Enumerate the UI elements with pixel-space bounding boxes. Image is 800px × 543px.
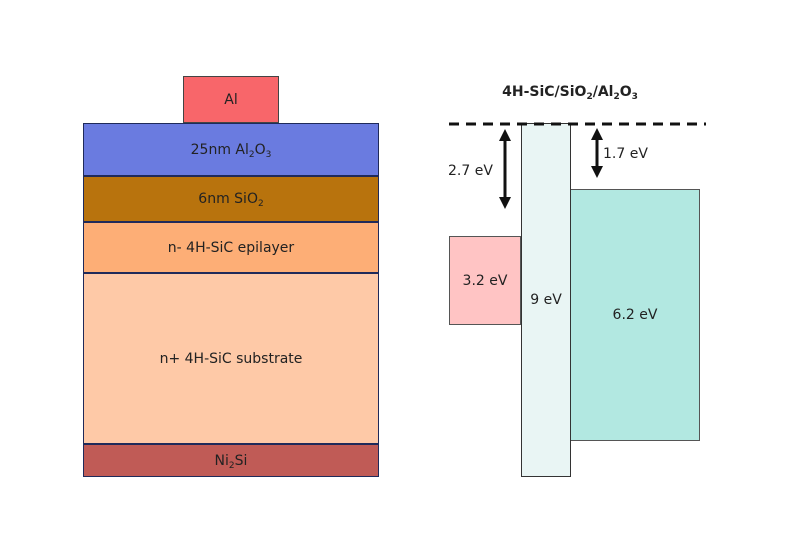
offset-left-arrow [499, 129, 511, 209]
layer-sio2: 6nm SiO2 [83, 176, 379, 222]
band-sic-label: 3.2 eV [462, 272, 508, 289]
band-diagram-title: 4H-SiC/SiO2/Al2O3 [502, 84, 638, 102]
layer-epilayer: n- 4H-SiC epilayer [83, 222, 379, 273]
layer-ni2si-label: Ni2Si [214, 452, 248, 471]
band-al2o3-label: 6.2 eV [612, 307, 658, 323]
layer-epilayer-label: n- 4H-SiC epilayer [167, 239, 295, 256]
layer-substrate: n+ 4H-SiC substrate [83, 273, 379, 444]
layer-al2o3-label: 25nm Al2O3 [190, 141, 272, 160]
offset-left-label: 2.7 eV [448, 163, 493, 179]
layer-al2o3: 25nm Al2O3 [83, 123, 379, 176]
layer-ni2si: Ni2Si [83, 444, 379, 477]
layer-al-label: Al [224, 91, 238, 108]
band-sio2: 9 eV [521, 123, 571, 477]
offset-right-label: 1.7 eV [603, 146, 648, 162]
band-al2o3: 6.2 eV [570, 189, 700, 441]
layer-al: Al [183, 76, 279, 123]
band-sic: 3.2 eV [449, 236, 521, 325]
layer-sio2-label: 6nm SiO2 [198, 191, 264, 209]
layer-substrate-label: n+ 4H-SiC substrate [159, 350, 303, 367]
offset-right-arrow [591, 128, 603, 178]
band-sio2-label: 9 eV [530, 292, 562, 308]
